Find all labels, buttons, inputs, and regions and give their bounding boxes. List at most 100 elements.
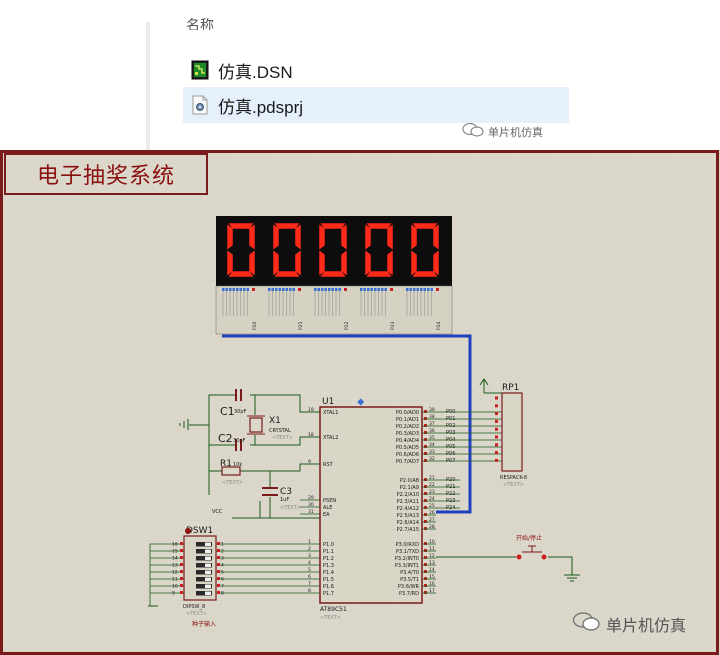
watermark-bottom: 单片机仿真 <box>572 612 686 636</box>
file-name: 仿真.DSN <box>218 62 293 82</box>
pin-number: 19 <box>308 407 314 413</box>
file-explorer: 名称 仿真.DSN 仿真.pdsprj 单片机仿真 <box>0 0 720 150</box>
switch-pin-number: 1 <box>221 542 224 548</box>
start-stop-button[interactable]: 开始/停止 <box>436 534 580 582</box>
bus-wire <box>222 334 472 514</box>
pin-number: 14 <box>429 567 435 573</box>
pin-name: EA <box>323 512 330 518</box>
svg-text:<TEXT>: <TEXT> <box>280 505 301 511</box>
pin-number: 23 <box>429 489 435 495</box>
switch-pin-number: 11 <box>172 577 178 583</box>
pin-name: P2.0/A8 <box>400 478 419 484</box>
svg-text:<TEXT>: <TEXT> <box>503 482 524 488</box>
pin-number: 9 <box>308 459 311 465</box>
name-column-header[interactable]: 名称 <box>186 18 214 30</box>
pin-number: 21 <box>429 475 435 481</box>
respack-rp1[interactable]: RP1 RESPACK-8 <TEXT> <box>479 378 527 488</box>
pin-number: 30 <box>308 502 314 508</box>
pin-number: 25 <box>429 503 435 509</box>
switch-pin-number: 10 <box>172 584 178 590</box>
pin-number: 12 <box>429 553 435 559</box>
svg-text:AT89C51: AT89C51 <box>320 606 347 613</box>
pin-number: 29 <box>308 495 314 501</box>
pin-name: P0.0/AD0 <box>396 410 419 416</box>
vcc-terminal[interactable]: VCC <box>212 509 223 515</box>
pin-name: P0.1/AD1 <box>396 417 419 423</box>
pin-number: 35 <box>429 435 435 441</box>
svg-text:开始/停止: 开始/停止 <box>516 534 542 542</box>
pin-name: P1.1 <box>323 549 334 555</box>
pin-name: P0.7/AD7 <box>396 459 419 465</box>
watermark-text: 单片机仿真 <box>606 616 687 635</box>
svg-text:U1: U1 <box>322 397 334 407</box>
pin-name: P1.5 <box>323 577 334 583</box>
pin-number: 36 <box>429 428 435 434</box>
pin-name: P3.1/TXD <box>396 549 419 555</box>
capacitor-c2[interactable]: C2 30pF <box>218 432 246 451</box>
switch-pin-number: 15 <box>172 549 178 555</box>
switch-pin-number: 9 <box>172 591 175 597</box>
pin-number: 22 <box>429 482 435 488</box>
digit-pin-label: P23 <box>390 321 396 330</box>
digit-4 <box>411 223 439 277</box>
digit-0 <box>227 223 255 277</box>
watermark-top: 单片机仿真 <box>462 122 543 140</box>
svg-text:<TEXT>: <TEXT> <box>272 435 293 441</box>
svg-text:RESPACK-8: RESPACK-8 <box>500 475 527 481</box>
crystal-x1[interactable]: X1 CRYSTAL <TEXT> <box>247 415 293 441</box>
pin-number: 10 <box>429 539 435 545</box>
svg-text:<TEXT>: <TEXT> <box>186 611 207 617</box>
pin-name: P3.0/RXD <box>396 542 420 548</box>
pin-number: 18 <box>308 432 314 438</box>
svg-text:<TEXT>: <TEXT> <box>222 480 243 486</box>
digit-2 <box>319 223 347 277</box>
svg-text:X1: X1 <box>269 416 281 426</box>
pin-name: P2.1/A9 <box>400 485 419 491</box>
schematic-title-box: 电子抽奖系统 <box>4 153 208 195</box>
pin-name: P3.3/INT1 <box>395 563 419 569</box>
pin-name: P2.2/A10 <box>397 492 419 498</box>
dsn-file-icon <box>191 60 209 80</box>
pin-name: P2.3/A11 <box>397 499 419 505</box>
pin-number: 8 <box>308 588 311 594</box>
file-row-pdsprj[interactable]: 仿真.pdsprj <box>183 87 569 123</box>
switch-pin-number: 3 <box>221 556 224 562</box>
svg-text:30pF: 30pF <box>233 438 246 444</box>
svg-text:C2: C2 <box>218 432 233 445</box>
switch-pin-number: 7 <box>221 584 224 590</box>
pin-number: 34 <box>429 442 435 448</box>
svg-text:VCC: VCC <box>212 509 223 515</box>
file-row-dsn[interactable]: 仿真.DSN <box>183 52 569 88</box>
svg-text:30pF: 30pF <box>234 409 247 415</box>
pin-number: 2 <box>308 546 311 552</box>
watermark-text: 单片机仿真 <box>488 125 543 139</box>
switch-pin-number: 14 <box>172 556 178 562</box>
pin-name: P0.4/AD4 <box>396 438 419 444</box>
switch-pin-number: 4 <box>221 563 224 569</box>
capacitor-c1[interactable]: C1 30pF <box>220 389 247 418</box>
digit-pin-label: P21 <box>298 321 304 330</box>
svg-text:R1: R1 <box>220 459 232 469</box>
switch-pin-number: 6 <box>221 577 224 583</box>
pin-number: 4 <box>308 560 311 566</box>
switch-pin-number: 8 <box>221 591 224 597</box>
pin-number: 16 <box>429 581 435 587</box>
pin-number: 5 <box>308 567 311 573</box>
schematic-title: 电子抽奖系统 <box>36 164 175 189</box>
pin-name: P0.6/AD6 <box>396 452 419 458</box>
pin-name: P2.5/A13 <box>397 513 419 519</box>
pin-number: 27 <box>429 517 435 523</box>
pin-name: P3.4/T0 <box>400 570 419 576</box>
capacitor-c3[interactable]: C3 1uF <TEXT> <box>262 487 301 511</box>
pdsprj-file-icon <box>191 95 209 115</box>
switch-pin-number: 5 <box>221 570 224 576</box>
oscillator-wiring <box>179 394 320 519</box>
svg-text:DSW1: DSW1 <box>186 526 213 536</box>
svg-text:种子输入: 种子输入 <box>192 620 216 628</box>
pin-number: 39 <box>429 407 435 413</box>
resistor-r1[interactable]: R1 10k <TEXT> <box>220 459 243 486</box>
